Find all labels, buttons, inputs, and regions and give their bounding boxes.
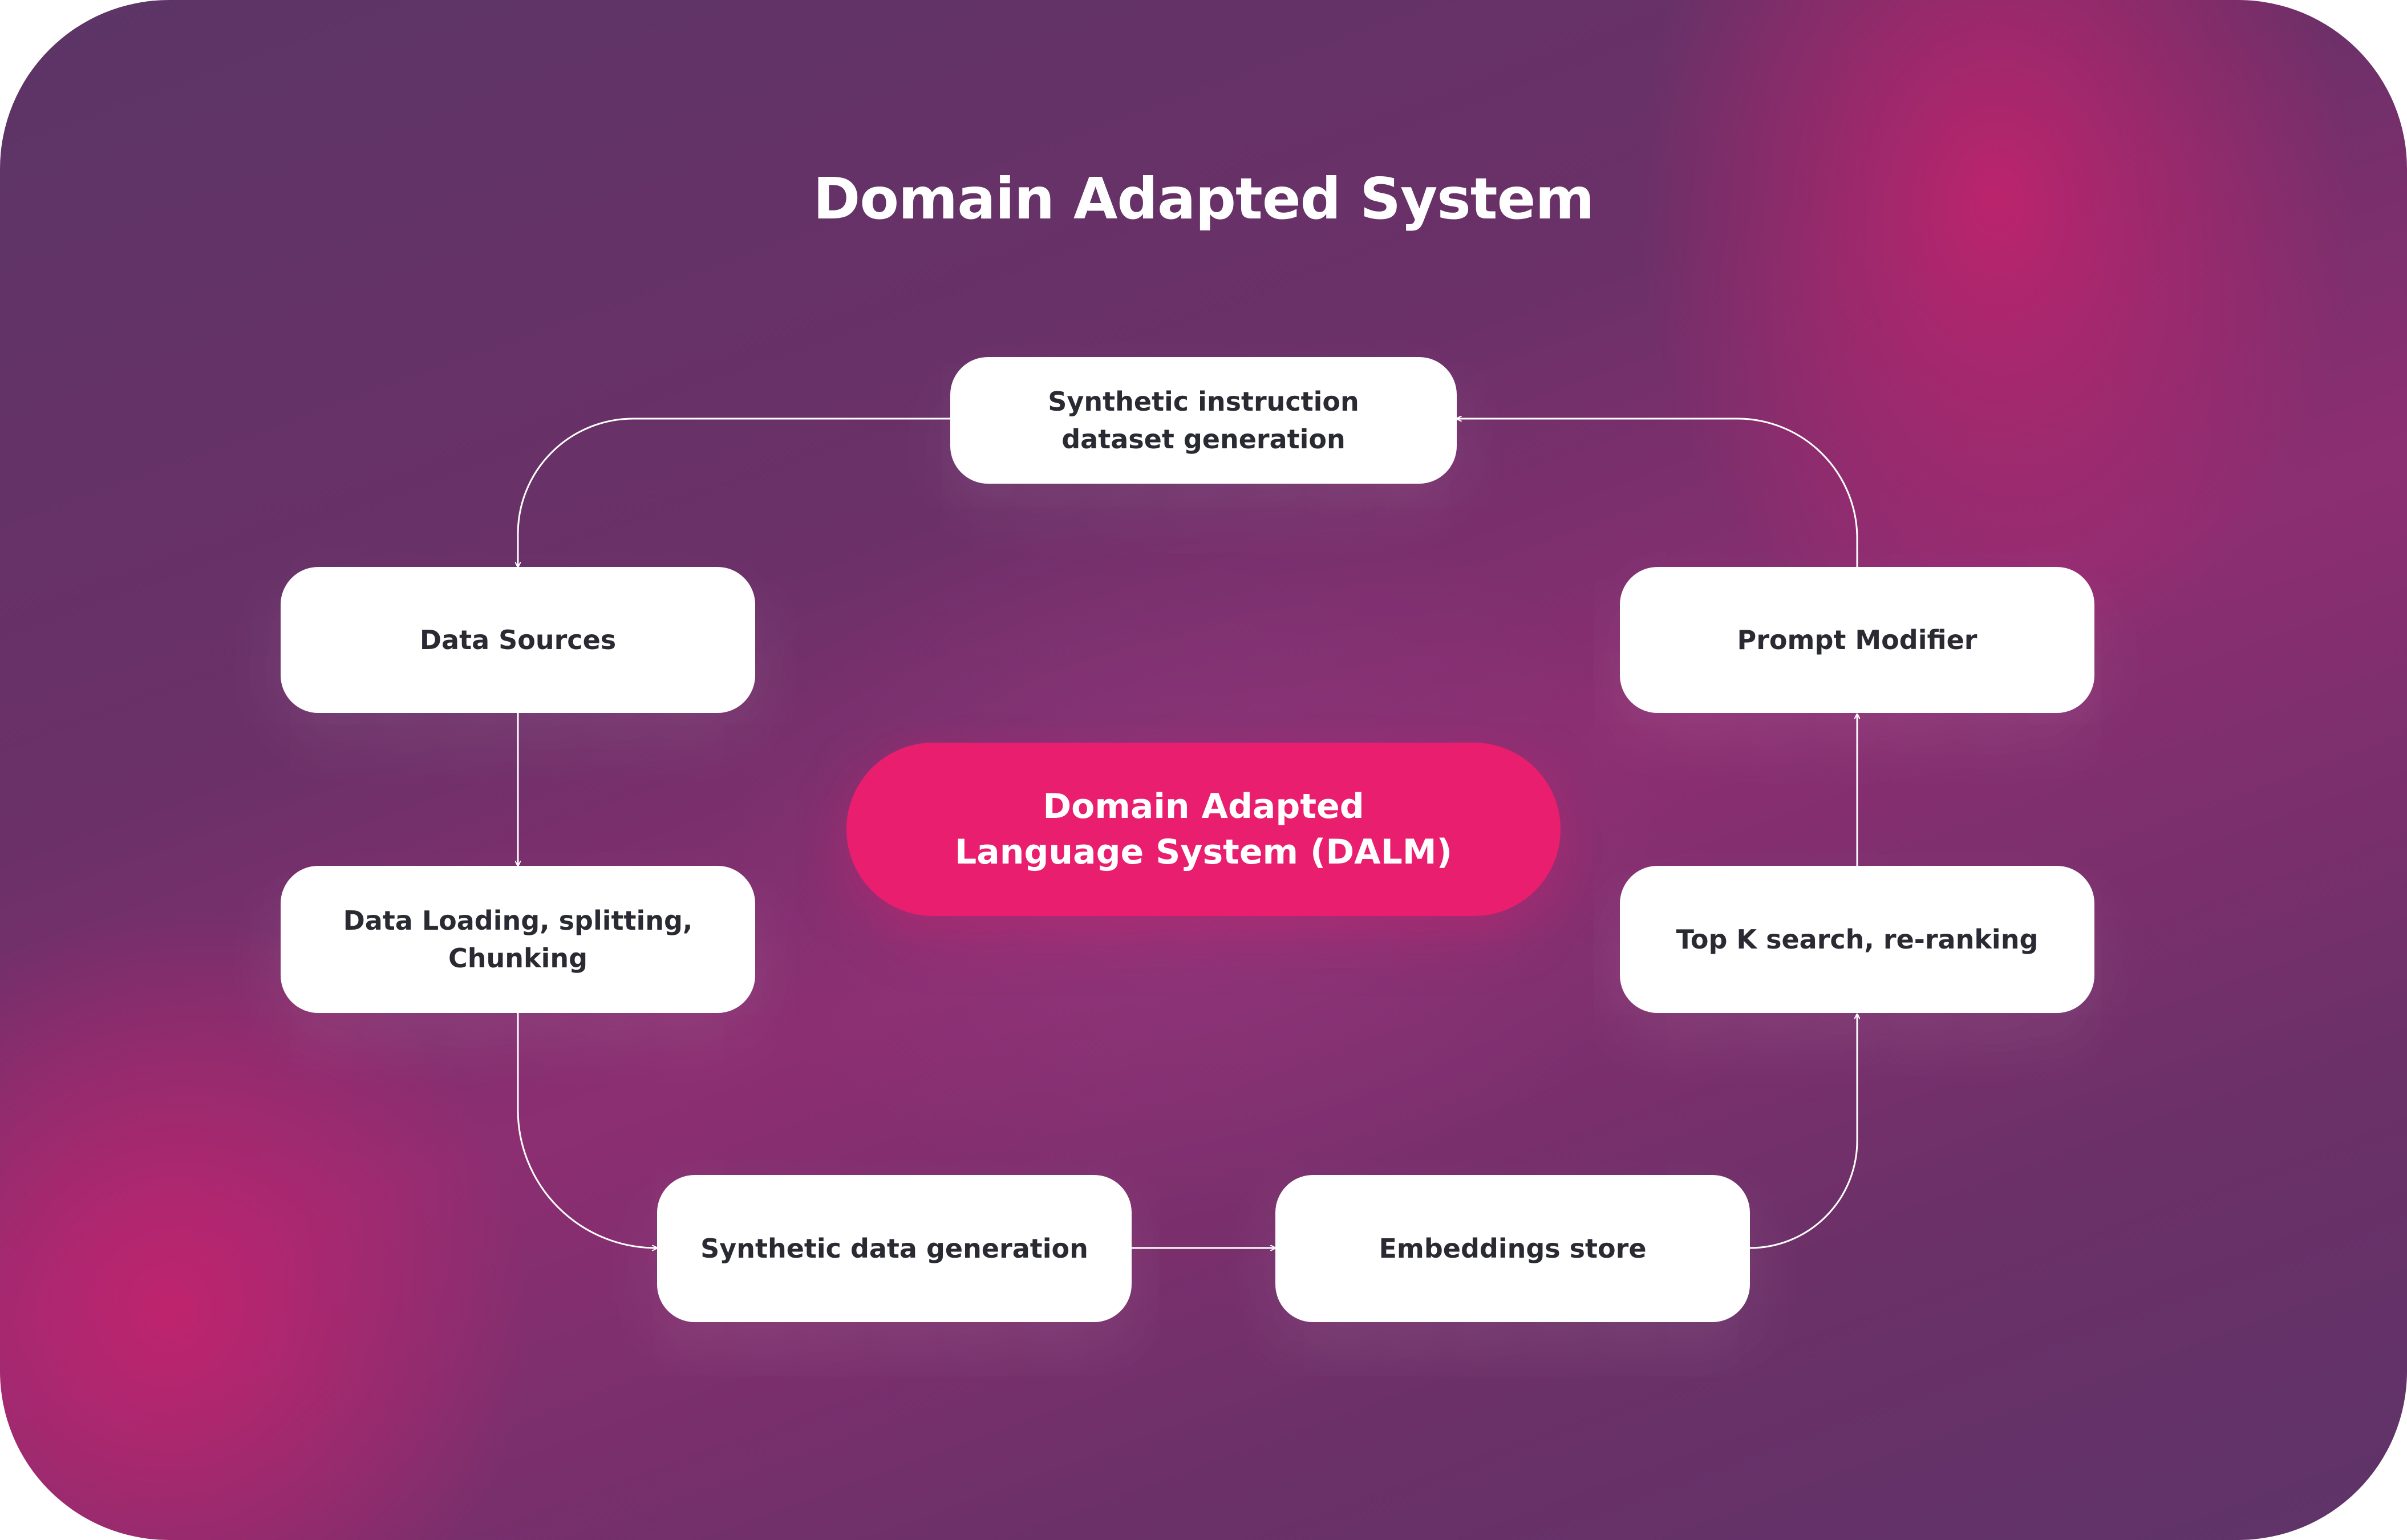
node-data-sources: Data Sources xyxy=(281,567,755,713)
center-dalm-node: Domain Adapted Language System (DALM) xyxy=(846,743,1561,916)
node-embeddings-store: Embeddings store xyxy=(1275,1175,1750,1322)
center-dalm-line1: Domain Adapted xyxy=(1043,787,1364,826)
edge-instruction-to-sources xyxy=(518,418,950,567)
node-synthetic-instruction-line1: Synthetic instruction xyxy=(1048,386,1359,417)
diagram-title: Domain Adapted System xyxy=(813,165,1594,232)
node-top-k-search: Top K search, re-ranking xyxy=(1620,866,2094,1013)
node-data-sources-label: Data Sources xyxy=(419,625,617,655)
node-prompt-modifier-label: Prompt Modifier xyxy=(1737,625,1978,655)
node-data-loading-line1: Data Loading, splitting, xyxy=(343,905,693,936)
node-data-loading: Data Loading, splitting, Chunking xyxy=(281,866,755,1013)
node-top-k-search-label: Top K search, re-ranking xyxy=(1676,924,2039,955)
edge-loading-to-synthetic xyxy=(517,1013,657,1248)
edge-embeddings-to-topk xyxy=(1749,1014,1857,1249)
node-data-loading-line2: Chunking xyxy=(448,943,588,974)
node-synthetic-data: Synthetic data generation xyxy=(657,1175,1132,1322)
node-synthetic-instruction-line2: dataset generation xyxy=(1061,424,1346,455)
node-synthetic-instruction: Synthetic instruction dataset generation xyxy=(950,357,1457,484)
center-dalm-line2: Language System (DALM) xyxy=(955,832,1452,872)
node-embeddings-store-label: Embeddings store xyxy=(1379,1233,1647,1264)
edge-prompt-to-instruction xyxy=(1457,419,1858,567)
node-synthetic-data-label: Synthetic data generation xyxy=(700,1233,1088,1264)
node-prompt-modifier: Prompt Modifier xyxy=(1620,567,2094,713)
